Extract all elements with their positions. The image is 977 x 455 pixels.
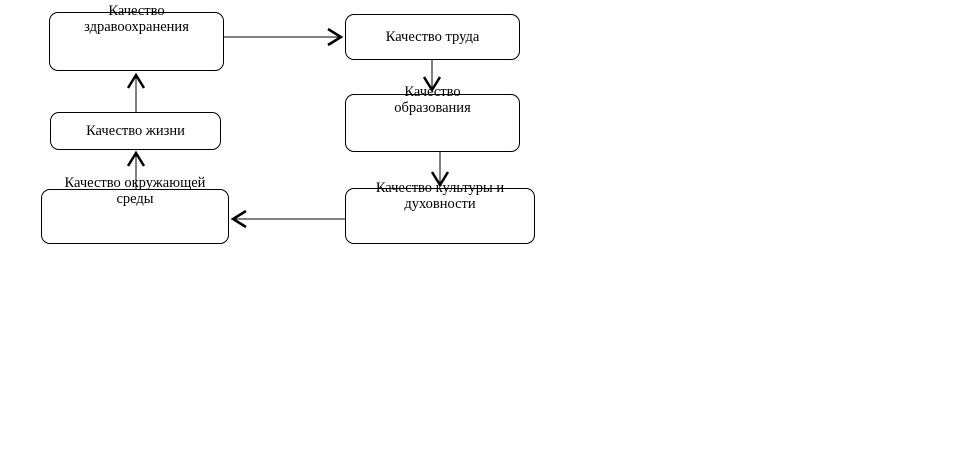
node-environment-box <box>41 189 229 244</box>
node-healthcare-label: Качество здравоохранения <box>84 3 189 35</box>
arrowhead-healthcare <box>126 72 146 89</box>
node-healthcare-box <box>49 12 224 71</box>
node-labor-label: Качество труда <box>385 29 480 45</box>
node-culture-box <box>345 188 535 244</box>
node-education-box <box>345 94 520 152</box>
node-labor-box <box>345 14 520 60</box>
node-life-box <box>50 112 221 150</box>
arrowhead-labor <box>327 27 344 47</box>
arrowhead-environment <box>230 209 247 229</box>
arrowhead-culture <box>430 171 450 188</box>
node-education-label: Качество образования <box>394 84 471 116</box>
node-environment-label: Качество окружающей среды <box>64 175 206 207</box>
node-life-label: Качество жизни <box>86 123 185 139</box>
node-culture-label: Качество культуры и духовности <box>375 180 505 212</box>
arrowhead-life <box>126 150 146 167</box>
arrowhead-education <box>422 76 442 93</box>
